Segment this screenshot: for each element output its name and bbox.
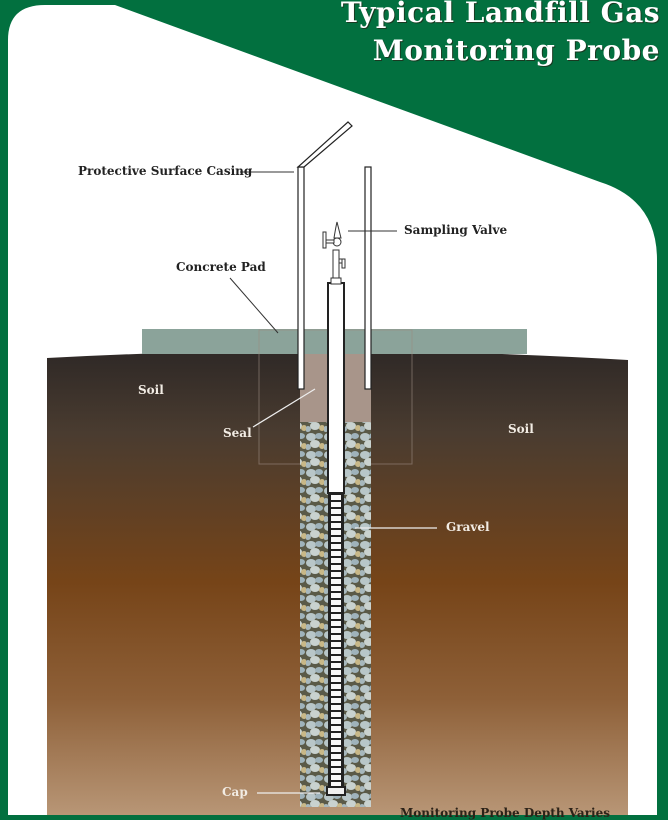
screen-slot [331, 677, 341, 682]
screen-slot [331, 656, 341, 661]
label-sampling-valve: Sampling Valve [404, 223, 508, 237]
screen-slot [331, 558, 341, 563]
screen-slot [331, 740, 341, 745]
screen-slot [331, 572, 341, 577]
screen-slot [331, 502, 341, 507]
label-seal: Seal [223, 426, 252, 440]
screen-slot [331, 733, 341, 738]
screen-slot [331, 495, 341, 500]
screen-slot [331, 775, 341, 780]
label-cap: Cap [222, 785, 248, 799]
sampling-valve-icon [322, 221, 346, 285]
screen-slot [331, 698, 341, 703]
screen-slot [331, 593, 341, 598]
screen-slot [331, 642, 341, 647]
probe-cap [326, 786, 346, 796]
label-gravel: Gravel [446, 520, 490, 534]
screen-slot [331, 579, 341, 584]
screen-slot [331, 719, 341, 724]
label-protective-casing: Protective Surface Casing [78, 164, 253, 178]
label-soil-left: Soil [138, 383, 164, 397]
screen-slot [331, 768, 341, 773]
screen-slot [331, 523, 341, 528]
caption-depth: Monitoring Probe Depth Varies [400, 806, 610, 820]
riser-pipe [327, 282, 345, 494]
screen-slot [331, 684, 341, 689]
screen-slot [331, 565, 341, 570]
screen-slot [331, 705, 341, 710]
screen-slot [331, 544, 341, 549]
screen-slot [331, 670, 341, 675]
leader-concrete-pad [229, 277, 279, 334]
screen-slot [331, 516, 341, 521]
label-soil-right: Soil [508, 422, 534, 436]
screen-slot [331, 551, 341, 556]
screen-slot [331, 691, 341, 696]
screen-slot [331, 621, 341, 626]
screen-slot [331, 607, 341, 612]
leader-seal [252, 388, 316, 428]
screen-slot [331, 635, 341, 640]
title-line-1: Typical Landfill Gas [340, 0, 660, 29]
screen-slot [331, 614, 341, 619]
screen-slot [331, 586, 341, 591]
screen-slot [331, 537, 341, 542]
screen-slot [331, 600, 341, 605]
screen-slot [331, 761, 341, 766]
screen-slot [331, 782, 341, 787]
screen-slot [331, 747, 341, 752]
screen-slot [331, 530, 341, 535]
screen-slot [331, 754, 341, 759]
screen-slot [331, 712, 341, 717]
protective-casing [296, 121, 372, 390]
screen-slot [331, 649, 341, 654]
title-line-2: Monitoring Probe [372, 34, 660, 67]
screen-slot [331, 726, 341, 731]
screen-slot [331, 628, 341, 633]
slotted-screen [328, 493, 344, 787]
screen-slot [331, 509, 341, 514]
screen-slot [331, 663, 341, 668]
label-concrete-pad: Concrete Pad [176, 260, 266, 274]
